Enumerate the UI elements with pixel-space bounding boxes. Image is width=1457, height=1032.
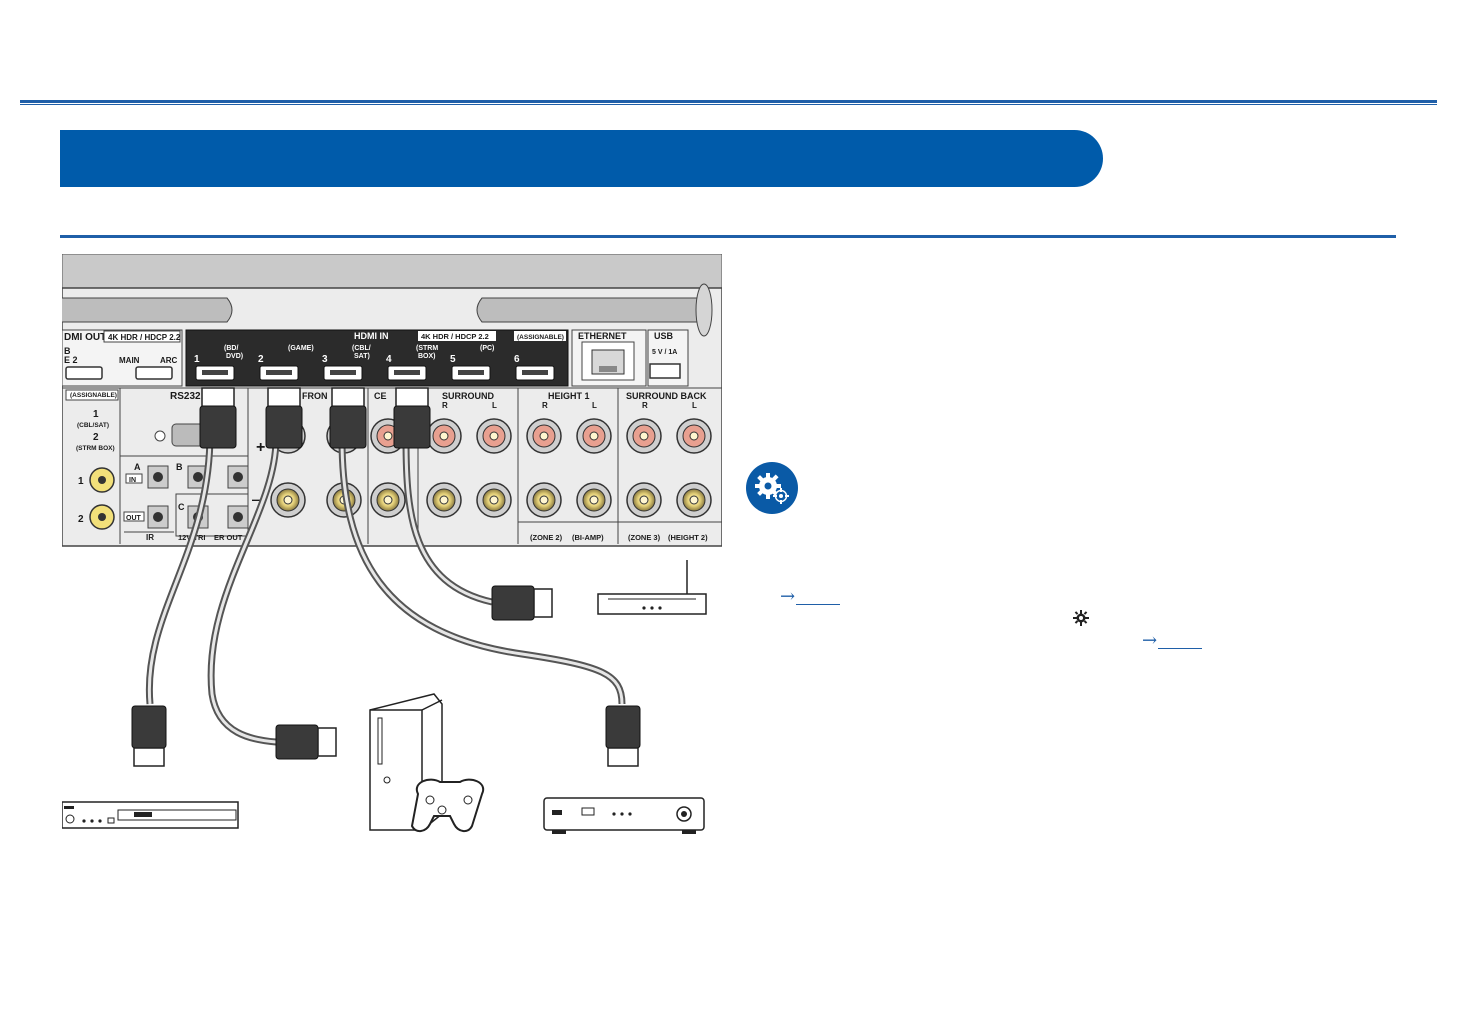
hdmi-in-port-pins [522,370,548,375]
surround-back-l-label: L [692,401,697,410]
hdmi-in-port-note: (PC) [480,345,494,352]
component-in-2-note: (STRM BOX) [76,445,115,452]
speaker-terminal-core [590,432,598,440]
hdmi-in-port-number: 3 [322,354,328,365]
speaker-height1-label: HEIGHT 1 [548,391,590,401]
surround-r-label: R [442,401,448,410]
reference-arrow-2: → [1142,632,1157,650]
hdmi-in-port-note: (CBL/ [352,345,371,352]
header-rule [20,100,1437,106]
ir-b-label: B [176,462,183,472]
rs232-label: RS232 [170,391,201,402]
speaker-surround-back-label: SURROUND BACK [626,391,707,401]
speaker-terminal-core [690,432,698,440]
ir-c-label: C [178,502,185,512]
hdmi-in-port-pins [458,370,484,375]
composite-2-label: 2 [78,514,84,525]
ir-a-label: A [134,462,141,472]
ir-label: IR [146,533,154,542]
speaker-plus: + [256,439,265,456]
hdmi-out-spec: 4K HDR / HDCP 2.2 [108,333,181,342]
hdmi-in-port-number: 5 [450,354,456,365]
trigger-label-tail: ER OUT [214,533,243,542]
height1-l-label: L [592,401,597,410]
hdmi-in-port-pins [330,370,356,375]
hdmi-out-port-main [136,367,172,379]
speaker-front-label: FRON [302,391,328,401]
hdmi-in-port-note: (STRM [416,345,438,352]
wireless-router-icon [598,560,706,614]
hdmi-in-port-pins [202,370,228,375]
height2-label: (HEIGHT 2) [668,533,708,542]
ir-in-label: IN [129,477,136,484]
speaker-terminal-core [440,432,448,440]
subsection-rule [60,235,1396,238]
speaker-terminal-core [690,496,698,504]
ir-out-label: OUT [126,515,142,522]
hdmi-in-port-note: (GAME) [288,345,314,352]
component-assignable: (ASSIGNABLE) [70,392,117,399]
hdmi-out-sub-label-2: E 2 [64,355,78,365]
hdmi-out-arc-label: ARC [160,356,178,365]
component-in-1-note: (CBL/SAT) [77,422,109,429]
hdmi-in-port-number: 2 [258,354,264,365]
height1-r-label: R [542,401,548,410]
component-in-2: 2 [93,432,99,443]
hdmi-out-title: DMI OUT [64,332,106,343]
speaker-terminal-core [384,432,392,440]
hdmi-out-port-sub [66,367,102,379]
speaker-terminal-core [640,432,648,440]
hdmi-out-main-label: MAIN [119,356,140,365]
zone2-label: (ZONE 2) [530,533,563,542]
speaker-terminal-core [490,496,498,504]
biamp-label: (BI-AMP) [572,533,604,542]
hdmi-in-assignable: (ASSIGNABLE) [517,334,564,341]
hdmi-in-port-note: DVD) [226,353,243,360]
connection-diagram: DMI OUT 4K HDR / HDCP 2.2 B E 2 MAIN ARC… [62,254,722,844]
speaker-terminal-core [490,432,498,440]
ethernet-label: ETHERNET [578,331,627,341]
zone3-label: (ZONE 3) [628,533,661,542]
set-top-box-icon [544,798,704,834]
hdmi-in-port-note: BOX) [418,353,436,360]
hdmi-in-port-number: 1 [194,354,200,365]
reference-link[interactable] [796,604,840,605]
speaker-terminal-core [540,432,548,440]
surround-back-r-label: R [642,401,648,410]
surround-l-label: L [492,401,497,410]
speaker-center-label: CE [374,391,387,401]
reference-arrow: → [780,588,795,606]
hdmi-in-port-number: 6 [514,354,520,365]
section-title-banner [60,130,1103,187]
speaker-terminal-core [590,496,598,504]
speaker-terminal-core [384,496,392,504]
speaker-terminal-core [284,496,292,504]
speaker-terminal-core [640,496,648,504]
receiver-rear-panel: DMI OUT 4K HDR / HDCP 2.2 B E 2 MAIN ARC… [62,254,722,546]
bd-dvd-player-icon [62,802,238,828]
hdmi-in-port-number: 4 [386,354,392,365]
usb-rating: 5 V / 1A [652,349,677,356]
hdmi-in-port-pins [394,370,420,375]
speaker-terminal-core [440,496,448,504]
hdmi-in-spec: 4K HDR / HDCP 2.2 [421,332,489,341]
usb-label: USB [654,331,674,341]
composite-1-label: 1 [78,476,84,487]
speaker-terminal-core [540,496,548,504]
speaker-surround-label: SURROUND [442,391,495,401]
usb-port [650,364,680,378]
gear-icon [1072,609,1090,627]
component-in-1: 1 [93,409,99,420]
settings-gears-icon [746,462,798,514]
hdmi-in-port-pins [266,370,292,375]
game-console-icon [370,694,483,831]
hdmi-in-title: HDMI IN [354,331,389,341]
hdmi-in-port-note: SAT) [354,353,370,360]
reference-link-2[interactable] [1158,648,1202,649]
hdmi-in-port-note: (BD/ [224,345,238,352]
